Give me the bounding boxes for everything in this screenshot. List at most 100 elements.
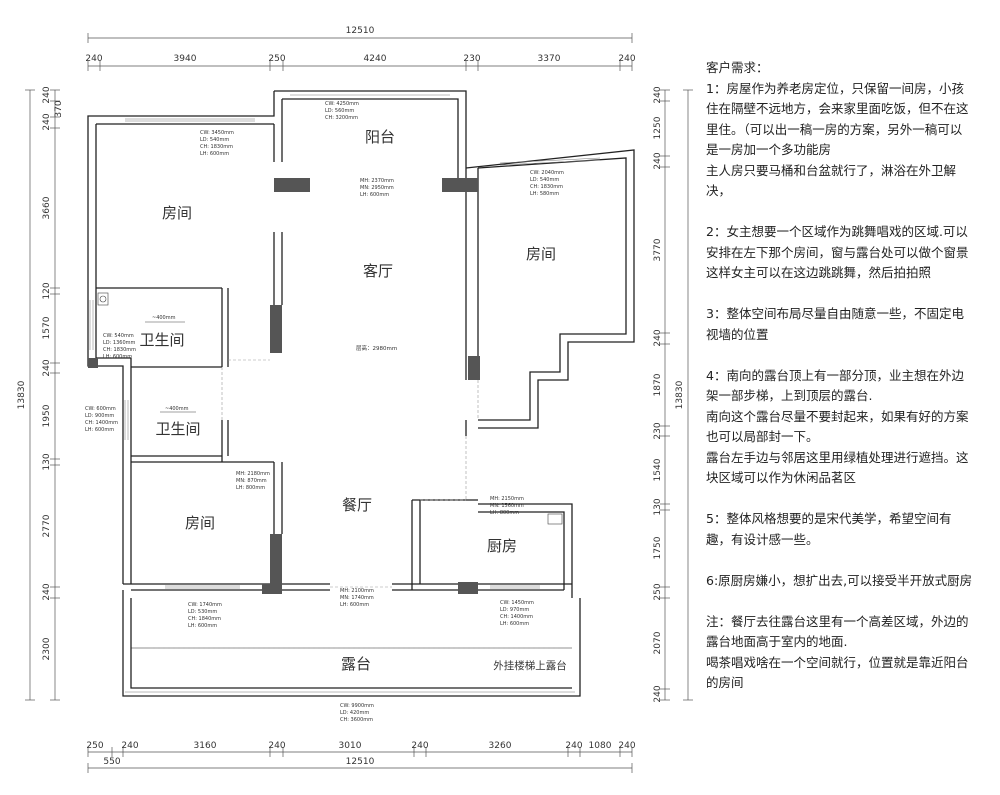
notes-title: 客户需求： bbox=[706, 60, 769, 75]
dim-right-total: 13830 bbox=[675, 380, 685, 409]
dim-right-3: 240 bbox=[653, 152, 663, 169]
dim-left-3: 240 bbox=[42, 113, 52, 130]
dim-right-4: 3770 bbox=[653, 238, 663, 261]
dim-top-total: 12510 bbox=[346, 26, 375, 36]
note-remark-2: 喝茶唱戏啥在一个空间就行，位置就是靠近阳台的房间 bbox=[706, 654, 969, 691]
dim-bottom-1: 250 bbox=[86, 741, 103, 751]
spec-line: LH: 800mm bbox=[236, 485, 265, 491]
room-balcony: 阳台 bbox=[365, 128, 395, 146]
spec-line: CW: 4250mm bbox=[325, 101, 359, 107]
room-bedroom-ne: 房间 bbox=[526, 245, 556, 263]
dim-bottom-9: 1080 bbox=[589, 741, 612, 751]
dim-top-3: 250 bbox=[268, 54, 285, 64]
dim-left-2: 370 bbox=[54, 100, 64, 117]
spec-line: CW: 3450mm bbox=[200, 130, 234, 136]
left-dimensions bbox=[25, 89, 60, 701]
spec-sw-window: CW: 1740mm LD: 530mm CH: 1840mm LH: 600m… bbox=[188, 602, 222, 629]
dim-bottom-2: 240 bbox=[121, 741, 138, 751]
dim-right-1: 240 bbox=[653, 86, 663, 103]
room-bedroom-sw: 房间 bbox=[185, 514, 215, 532]
spec-line: LH: 800mm bbox=[490, 510, 519, 516]
note-5: 5：整体风格想要的是宋代美学，希望空间有趣，有设计感一些。 bbox=[706, 511, 952, 547]
spec-line: CW: 540mm bbox=[103, 333, 134, 339]
dim-left-6: 1570 bbox=[42, 316, 52, 339]
bottom-dimensions bbox=[87, 747, 633, 773]
spec-line: CH: 3600mm bbox=[340, 717, 373, 723]
dim-left-7: 240 bbox=[42, 359, 52, 376]
dim-bottom-8: 240 bbox=[565, 741, 582, 751]
dim-bottom-5: 3010 bbox=[339, 741, 362, 751]
floor-plan: 12510 240 3940 250 4240 230 3370 240 250… bbox=[17, 26, 693, 773]
spec-ne-window: CW: 2040mm LD: 540mm CH: 1830mm LH: 580m… bbox=[530, 170, 564, 197]
spec-line: LD: 1360mm bbox=[103, 340, 136, 346]
dim-bottom-7: 3260 bbox=[489, 741, 512, 751]
spec-terrace-window: CW: 9900mm LD: 420mm CH: 3600mm bbox=[340, 703, 374, 723]
spec-line: MH: 2100mm bbox=[340, 588, 374, 594]
dim-top-7: 240 bbox=[618, 54, 635, 64]
dim-bottom-4: 240 bbox=[268, 741, 285, 751]
spec-line: MN: 1740mm bbox=[340, 595, 374, 601]
dim-right-10: 1750 bbox=[653, 536, 663, 559]
top-dimensions bbox=[87, 33, 633, 71]
dim-bottom-sub: 550 bbox=[103, 757, 120, 767]
note-remark: 注：餐厅去往露台这里有一个高差区域，外边的露台地面高于室内的地面. bbox=[706, 613, 969, 650]
spec-bath1-window: CW: 540mm LD: 1360mm CH: 1830mm LH: 600m… bbox=[103, 333, 136, 360]
dim-left-total: 13830 bbox=[17, 380, 27, 409]
columns bbox=[88, 178, 480, 594]
dim-left-9: 130 bbox=[42, 453, 52, 470]
spec-line: MN: 2950mm bbox=[360, 185, 394, 191]
dim-bottom-10: 240 bbox=[618, 741, 635, 751]
terrace-stair-note: 外挂楼梯上露台 bbox=[493, 659, 567, 672]
dim-top-5: 230 bbox=[463, 54, 480, 64]
spec-living-window: MH: 2370mm MN: 2950mm LH: 600mm bbox=[360, 178, 394, 198]
spacer bbox=[706, 550, 974, 571]
dim-right-11: 250 bbox=[653, 583, 663, 600]
spec-balcony-window: CW: 4250mm LD: 560mm CH: 3200mm bbox=[325, 101, 359, 121]
spec-line: CH: 1830mm bbox=[200, 144, 233, 150]
spec-kitchen-window: CW: 1450mm LD: 970mm CH: 1400mm LH: 600m… bbox=[500, 600, 534, 627]
dim-bottom-3: 3160 bbox=[194, 741, 217, 751]
dim-left-10: 2770 bbox=[42, 514, 52, 537]
note-2: 2：女主想要一个区域作为跳舞唱戏的区域.可以安排在左下那个房间，窗与露台处可以做… bbox=[706, 224, 969, 280]
spec-line: MH: 2180mm bbox=[236, 471, 270, 477]
dim-bottom-6: 240 bbox=[411, 741, 428, 751]
spec-line: CH: 1830mm bbox=[103, 347, 136, 353]
ceiling-height: 层高：2980mm bbox=[356, 344, 397, 352]
note-4: 4：南向的露台顶上有一部分顶，业主想在外边架一部步梯，上到顶层的露台. bbox=[706, 367, 964, 404]
room-bedroom-nw: 房间 bbox=[162, 204, 192, 222]
spec-line: LH: 600mm bbox=[200, 151, 229, 157]
dim-left-4: 3660 bbox=[42, 196, 52, 219]
dim-top-6: 3370 bbox=[538, 54, 561, 64]
spec-line: CH: 1840mm bbox=[188, 616, 221, 622]
note-3: 3：整体空间布局尽量自由随意一些，不固定电视墙的位置 bbox=[706, 306, 964, 342]
spec-line: CH: 3200mm bbox=[325, 115, 358, 121]
spec-line: LD: 900mm bbox=[85, 413, 114, 419]
room-kitchen: 厨房 bbox=[487, 537, 517, 555]
spec-line: CH: 1830mm bbox=[530, 184, 563, 190]
spec-line: LD: 970mm bbox=[500, 607, 529, 613]
dim-top-2: 3940 bbox=[174, 54, 197, 64]
note-1: 1：房屋作为养老房定位，只保留一间房，小孩住在隔壁不远地方，会来家里面吃饭，但不… bbox=[706, 80, 969, 158]
dim-bottom-total: 12510 bbox=[346, 757, 375, 767]
room-terrace: 露台 bbox=[341, 655, 371, 673]
spec-dining-door: MH: 2100mm MN: 1740mm LH: 600mm bbox=[340, 588, 374, 608]
windows bbox=[89, 94, 601, 693]
walls bbox=[87, 90, 635, 697]
right-dimensions bbox=[660, 89, 693, 701]
note-4b: 南向这个露台尽量不要封起来，如果有好的方案也可以局部封一下。 bbox=[706, 408, 969, 445]
spec-line: MH: 2150mm bbox=[490, 496, 524, 502]
spec-line: CH: 1400mm bbox=[500, 614, 533, 620]
door-openings bbox=[150, 359, 560, 649]
spec-line: CW: 2040mm bbox=[530, 170, 564, 176]
spec-line: LH: 600mm bbox=[360, 192, 389, 198]
note-6: 6:原厨房嫌小，想扩出去,可以接受半开放式厨房 bbox=[706, 572, 973, 588]
dim-left-5: 120 bbox=[42, 282, 52, 299]
dim-right-5: 240 bbox=[653, 329, 663, 346]
spec-line: MH: 2370mm bbox=[360, 178, 394, 184]
dim-top-4: 4240 bbox=[364, 54, 387, 64]
spec-nw-window: CW: 3450mm LD: 540mm CH: 1830mm LH: 600m… bbox=[200, 130, 234, 157]
spec-line: LH: 600mm bbox=[500, 621, 529, 627]
dim-right-9: 130 bbox=[653, 498, 663, 515]
spacer bbox=[706, 284, 974, 305]
spec-line: CW: 1450mm bbox=[500, 600, 534, 606]
